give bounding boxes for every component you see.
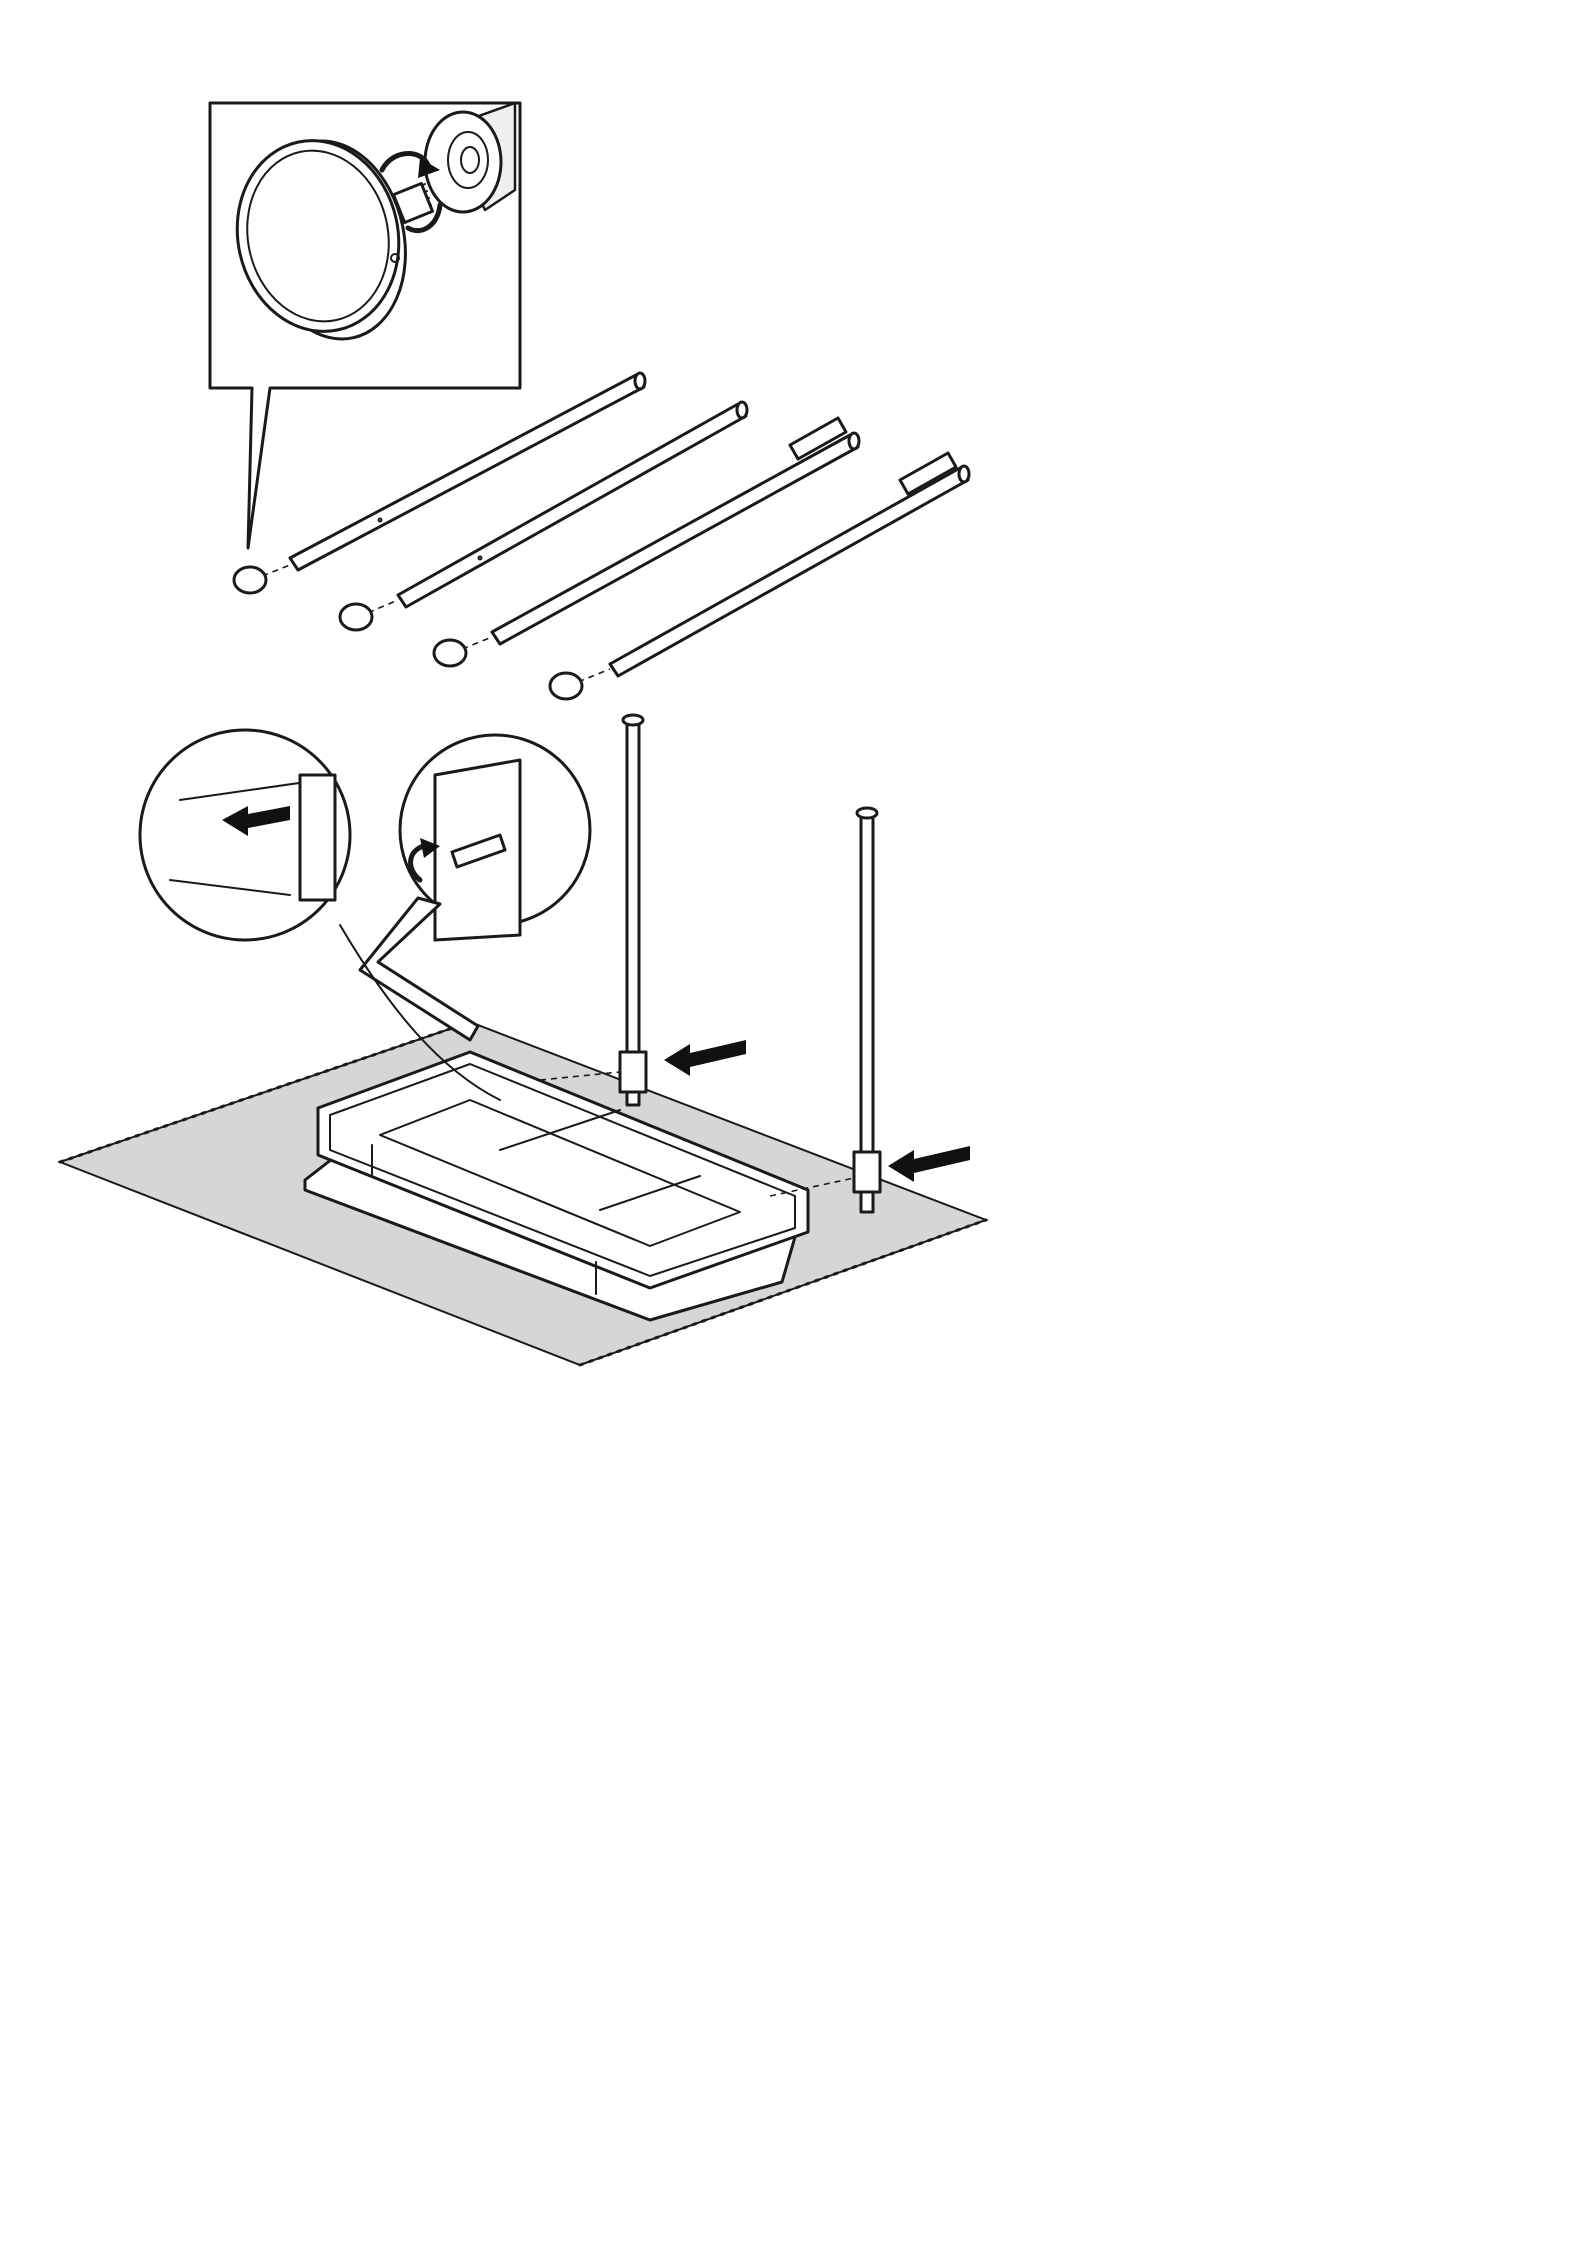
push-arrow-left <box>664 1040 746 1076</box>
push-arrow-right <box>888 1146 970 1182</box>
push-arrow-icon <box>664 1040 746 1076</box>
foot-3 <box>434 640 466 666</box>
foot-detail-callout <box>210 103 520 548</box>
leg-left-bracket <box>620 1052 646 1092</box>
slide-detail-callout <box>140 730 350 940</box>
leg-right-bracket <box>854 1152 880 1192</box>
push-arrow-icon <box>888 1146 970 1182</box>
foot-4 <box>550 673 582 699</box>
tube-1 <box>234 373 645 593</box>
foot-2 <box>340 604 372 630</box>
tubes-with-feet <box>234 373 969 699</box>
leg-left <box>620 715 646 1105</box>
foot-1 <box>234 567 266 593</box>
leg-right <box>854 808 880 1212</box>
